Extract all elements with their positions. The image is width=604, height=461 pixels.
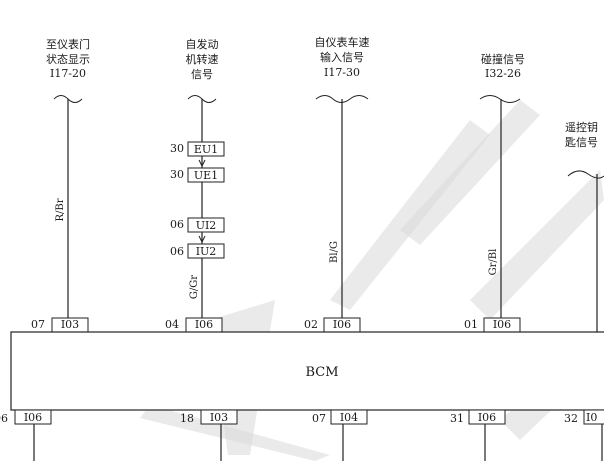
pin-number: 07: [31, 318, 45, 331]
module-box: [10, 331, 604, 411]
inline-connector-box: [187, 217, 225, 233]
signal-label-line: I32-26: [485, 67, 521, 80]
arrow-icon: [198, 159, 206, 168]
inline-connector-box: [187, 141, 225, 157]
signal-label-line: 输入信号: [320, 50, 364, 64]
pin-number: 02: [304, 318, 318, 331]
connector-id: UI2: [196, 219, 217, 232]
pin-number: 30: [170, 142, 184, 155]
connector-box: [330, 409, 368, 425]
pin-number: 07: [312, 412, 326, 425]
signal-door-status: 至仪表门 状态显示 I17-20 R/Br 07 I03: [31, 37, 90, 333]
pin-number: 18: [180, 412, 194, 425]
wire-color-label: R/Br: [55, 198, 66, 221]
connector-id: I03: [61, 318, 79, 331]
wire-break-symbol: [479, 95, 521, 103]
connector-id: I06: [478, 411, 496, 424]
connector-id: I06: [195, 318, 213, 331]
connector-box: [200, 409, 238, 425]
signal-label-line: 自发动: [186, 37, 219, 51]
inline-connector-box: [187, 167, 225, 183]
connector-id: IU2: [196, 245, 217, 258]
bcm-module: BCM: [10, 331, 604, 411]
signal-vehicle-speed: 自仪表车速 输入信号 I17-30 Bl/G 02 I06: [304, 35, 370, 333]
inline-connector-box: [187, 243, 225, 259]
pin-number: 04: [165, 318, 179, 331]
wire-color-label: Gr/Bl: [488, 249, 499, 276]
bottom-pin-3: 31 I06: [450, 409, 506, 461]
signal-collision: 碰撞信号 I32-26 Gr/Bl 01 I06: [464, 52, 525, 333]
pin-number: 06: [170, 245, 184, 258]
pin-number: 30: [170, 168, 184, 181]
signal-engine-speed: 自发动 机转速 信号 30 EU1 30 UE1 06 UI2 06 IU2 G…: [165, 37, 225, 333]
signal-remote-key: 遥控钥 匙信号: [565, 120, 604, 332]
bottom-pin-0: 06 I06: [0, 409, 52, 461]
signal-label-line: 碰撞信号: [481, 52, 525, 66]
connector-id: UE1: [194, 169, 218, 182]
bottom-pin-2: 07 I04: [312, 409, 368, 461]
connector-id: I0: [586, 411, 597, 424]
connector-id: I06: [333, 318, 351, 331]
connector-id: I06: [493, 318, 511, 331]
wire-color-label: G/Gr: [189, 275, 200, 299]
signal-label-line: 信号: [191, 68, 213, 81]
pin-number: 01: [464, 318, 478, 331]
signal-label-line: 机转速: [186, 52, 219, 66]
wire-break-symbol: [315, 95, 369, 103]
pin-number: 06: [0, 412, 8, 425]
pin-number: 32: [564, 412, 578, 425]
bottom-pin-4: 32 I0: [564, 409, 604, 461]
connector-box: [14, 409, 52, 425]
pin-number: 06: [170, 218, 184, 231]
wire-color-label: Bl/G: [329, 241, 340, 263]
signal-label-line: 自仪表车速: [315, 35, 370, 49]
signal-label-line: 匙信号: [565, 136, 598, 149]
connector-id: I03: [210, 411, 228, 424]
bottom-pin-1: 18 I03: [180, 409, 238, 461]
signal-label-line: 至仪表门: [46, 37, 90, 51]
arrow-icon: [198, 235, 206, 244]
wire-break-symbol: [567, 170, 604, 179]
signal-label-line: I17-20: [50, 67, 86, 80]
pin-number: 31: [450, 412, 464, 425]
connector-id: EU1: [194, 143, 218, 156]
signal-label-line: 遥控钥: [565, 120, 598, 134]
module-label: BCM: [305, 365, 338, 380]
signal-label-line: 状态显示: [46, 52, 90, 66]
connector-id: I06: [24, 411, 42, 424]
connector-box: [468, 409, 506, 425]
signal-label-line: I17-30: [324, 66, 360, 79]
connector-id: I04: [340, 411, 358, 424]
